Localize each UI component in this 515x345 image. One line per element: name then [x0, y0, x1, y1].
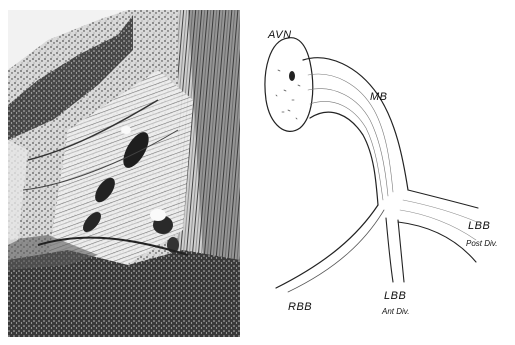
label-avn: AVN [267, 29, 292, 41]
label-mb: MB [370, 91, 388, 103]
label-lbb-ant-sub: Ant Div. [381, 307, 409, 316]
avn-stipple [276, 70, 300, 119]
main-bundle-lower [310, 112, 378, 205]
avn-shape [265, 38, 313, 132]
label-rbb: RBB [288, 301, 312, 313]
label-lbb-ant: LBB [384, 290, 406, 302]
avn-core [289, 71, 295, 81]
label-lbb-post: LBB [468, 220, 490, 232]
lbb-post-fibers [400, 200, 477, 240]
label-lbb-post-sub: Post Div. [466, 239, 497, 248]
conduction-drawing: AVN MB LBB Post Div. LBB Ant Div. RBB [248, 0, 515, 345]
lbb-post-upper [408, 190, 478, 208]
lbb-ant-branch-left [386, 218, 393, 282]
conduction-diagram: AVN MB LBB Post Div. LBB Ant Div. RBB [248, 0, 515, 345]
main-bundle-upper [303, 58, 408, 190]
rbb-branch [276, 205, 378, 288]
lbb-ant-branch-right [398, 220, 404, 282]
micrograph-image [8, 10, 240, 337]
histology-micrograph [8, 10, 240, 337]
lbb-post-lower [398, 222, 476, 262]
